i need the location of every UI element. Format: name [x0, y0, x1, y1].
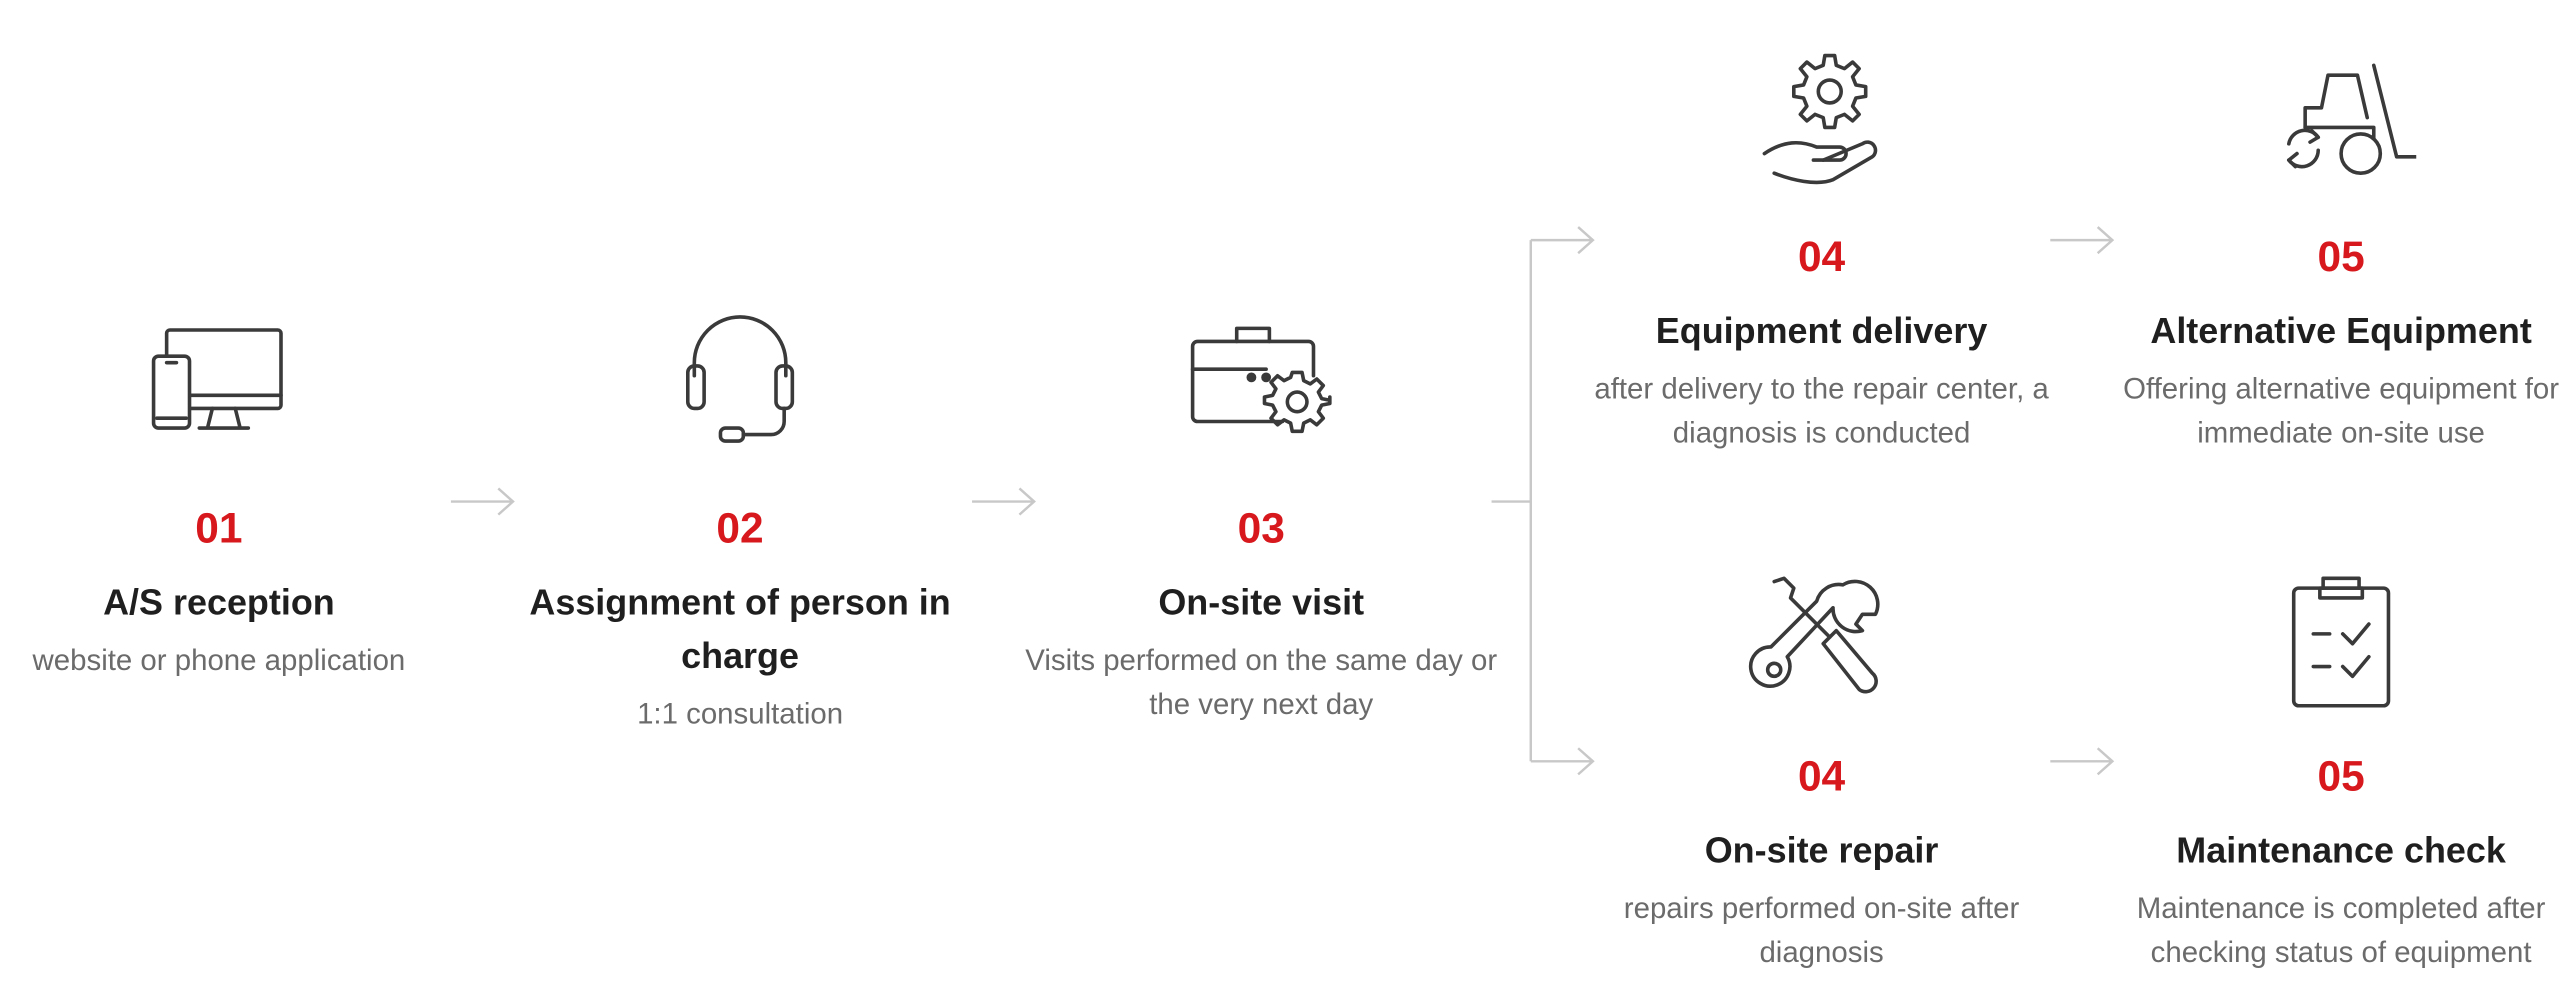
step-description: Offering alternative equipment for immed… — [2123, 372, 2560, 450]
step-number: 03 — [1237, 503, 1285, 553]
step-title: Equipment delivery — [1655, 310, 1988, 352]
headset-icon — [685, 315, 795, 443]
step-04-delivery: 04 Equipment delivery after delivery to … — [1577, 52, 2067, 456]
step-01: 01 A/S reception website or phone applic… — [0, 320, 464, 683]
step-title: Maintenance check — [2176, 829, 2506, 871]
step-05-alternative: 05 Alternative Equipment Offering altern… — [2096, 52, 2560, 456]
step-02: 02 Assignment of person in charge 1:1 co… — [495, 314, 985, 737]
step-number: 01 — [195, 503, 243, 553]
step-04-repair: 04 On-site repair repairs performed on-s… — [1577, 572, 2067, 976]
step-description: 1:1 consultation — [637, 697, 844, 731]
forklift-icon — [2287, 63, 2417, 175]
step-03: 03 On-site visit Visits performed on the… — [1016, 320, 1506, 727]
arrow-02-03 — [972, 487, 1036, 516]
branch-connector — [1491, 226, 1595, 776]
step-description: repairs performed on-site after diagnosi… — [1623, 892, 2020, 969]
step-description: Maintenance is completed after checking … — [2136, 892, 2546, 969]
step-number: 04 — [1797, 751, 1846, 801]
tools-icon — [1748, 576, 1880, 694]
arrow-04-05-top — [2050, 226, 2115, 255]
hand-gear-icon — [1762, 53, 1878, 185]
step-title: On-site visit — [1158, 581, 1365, 623]
step-title: On-site repair — [1704, 829, 1939, 871]
toolbox-icon — [1190, 326, 1332, 434]
step-description: website or phone application — [32, 643, 406, 677]
step-description: Visits performed on the same day or the … — [1025, 643, 1498, 721]
step-title: Assignment of person in charge — [529, 581, 951, 677]
arrow-04-05-bottom — [2050, 747, 2115, 776]
step-title: A/S reception — [103, 581, 335, 623]
arrow-01-02 — [450, 487, 515, 516]
step-title: Alternative Equipment — [2150, 310, 2532, 352]
step-number: 05 — [2317, 231, 2365, 281]
step-number: 05 — [2317, 751, 2365, 801]
step-05-maintenance: 05 Maintenance check Maintenance is comp… — [2096, 572, 2560, 976]
step-description: after delivery to the repair center, a d… — [1594, 372, 2049, 450]
step-number: 04 — [1797, 231, 1846, 281]
step-number: 02 — [716, 503, 764, 553]
devices-icon — [151, 328, 283, 430]
clipboard-check-icon — [2291, 576, 2391, 708]
